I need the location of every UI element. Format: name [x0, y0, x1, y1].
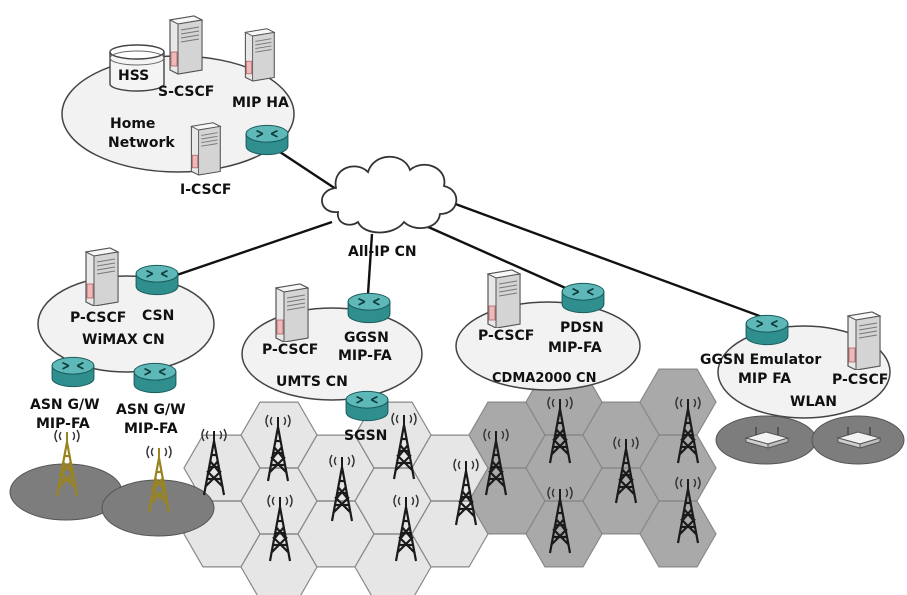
i-cscf-server-icon: [190, 122, 221, 176]
cdma-p-cscf-label: P-CSCF: [478, 328, 534, 344]
umts-p-cscf-label: P-CSCF: [262, 342, 318, 358]
ggsn-emulator-router-icon: [745, 314, 789, 346]
wimax-cn-label: WiMAX CN: [82, 332, 165, 348]
wlan-mip-fa-label: MIP FA: [738, 371, 791, 387]
wimax-cn-ellipse: [37, 275, 215, 373]
sgsn-label: SGSN: [344, 428, 387, 444]
hss-database-icon: [109, 44, 165, 92]
wimax-coverage-disc-2: [101, 479, 215, 537]
asn-gw-2-router-icon: [133, 362, 177, 394]
wimax-p-cscf-label: P-CSCF: [70, 310, 126, 326]
asn-gw-1-router-icon: [51, 356, 95, 388]
cell-hexagon: [639, 500, 717, 568]
asn-gw-2-label-line2: MIP-FA: [124, 421, 178, 437]
cell-grid: [183, 368, 717, 595]
link-cloud-umts: [366, 233, 374, 295]
s-cscf-server-icon: [169, 15, 203, 75]
asn-gw-1-label-line2: MIP-FA: [36, 416, 90, 432]
home-network-label-line2: Network: [108, 135, 175, 151]
pdsn-router-icon: [561, 282, 605, 314]
home-network-label-line1: Home: [110, 116, 155, 132]
sgsn-router-icon: [345, 390, 389, 422]
wlan-p-cscf-label: P-CSCF: [832, 372, 888, 388]
link-cloud-wimax: [167, 220, 333, 280]
pdsn-label: PDSN: [560, 320, 604, 336]
home-router-icon: [245, 124, 289, 156]
ggsn-emulator-label: GGSN Emulator: [700, 352, 821, 368]
ggsn-router-icon: [347, 292, 391, 324]
s-cscf-label: S-CSCF: [158, 84, 214, 100]
link-lines: [167, 150, 766, 320]
csn-router-icon: [135, 264, 179, 296]
wlan-p-cscf-server-icon: [847, 311, 881, 370]
wimax-p-cscf-server-icon: [85, 247, 119, 306]
all-ip-cn-label: All-IP CN: [348, 244, 417, 260]
ggsn-label: GGSN: [344, 330, 389, 346]
link-cloud-cdma: [425, 224, 571, 292]
hss-label: HSS: [118, 68, 149, 84]
all-ip-cloud: [321, 155, 458, 234]
pdsn-mip-fa-label: MIP-FA: [548, 340, 602, 356]
cdma2000-cn-label: CDMA2000 CN: [492, 371, 596, 386]
labels: HSS S-CSCF MIP HA Home Network I-CSCF Al…: [30, 68, 888, 444]
wlan-label: WLAN: [790, 394, 837, 410]
ggsn-mip-fa-label: MIP-FA: [338, 348, 392, 364]
umts-cn-label: UMTS CN: [276, 374, 348, 390]
umts-p-cscf-server-icon: [275, 283, 309, 342]
mip-ha-server-icon: [244, 28, 275, 82]
asn-gw-2-label-line1: ASN G/W: [116, 402, 186, 418]
asn-gw-1-label-line1: ASN G/W: [30, 397, 100, 413]
csn-label: CSN: [142, 308, 174, 324]
link-cloud-wlan: [449, 200, 766, 320]
mip-ha-label: MIP HA: [232, 95, 289, 111]
wlan-ellipse: [717, 325, 891, 419]
cdma-p-cscf-server-icon: [487, 269, 521, 328]
i-cscf-label: I-CSCF: [180, 182, 231, 198]
